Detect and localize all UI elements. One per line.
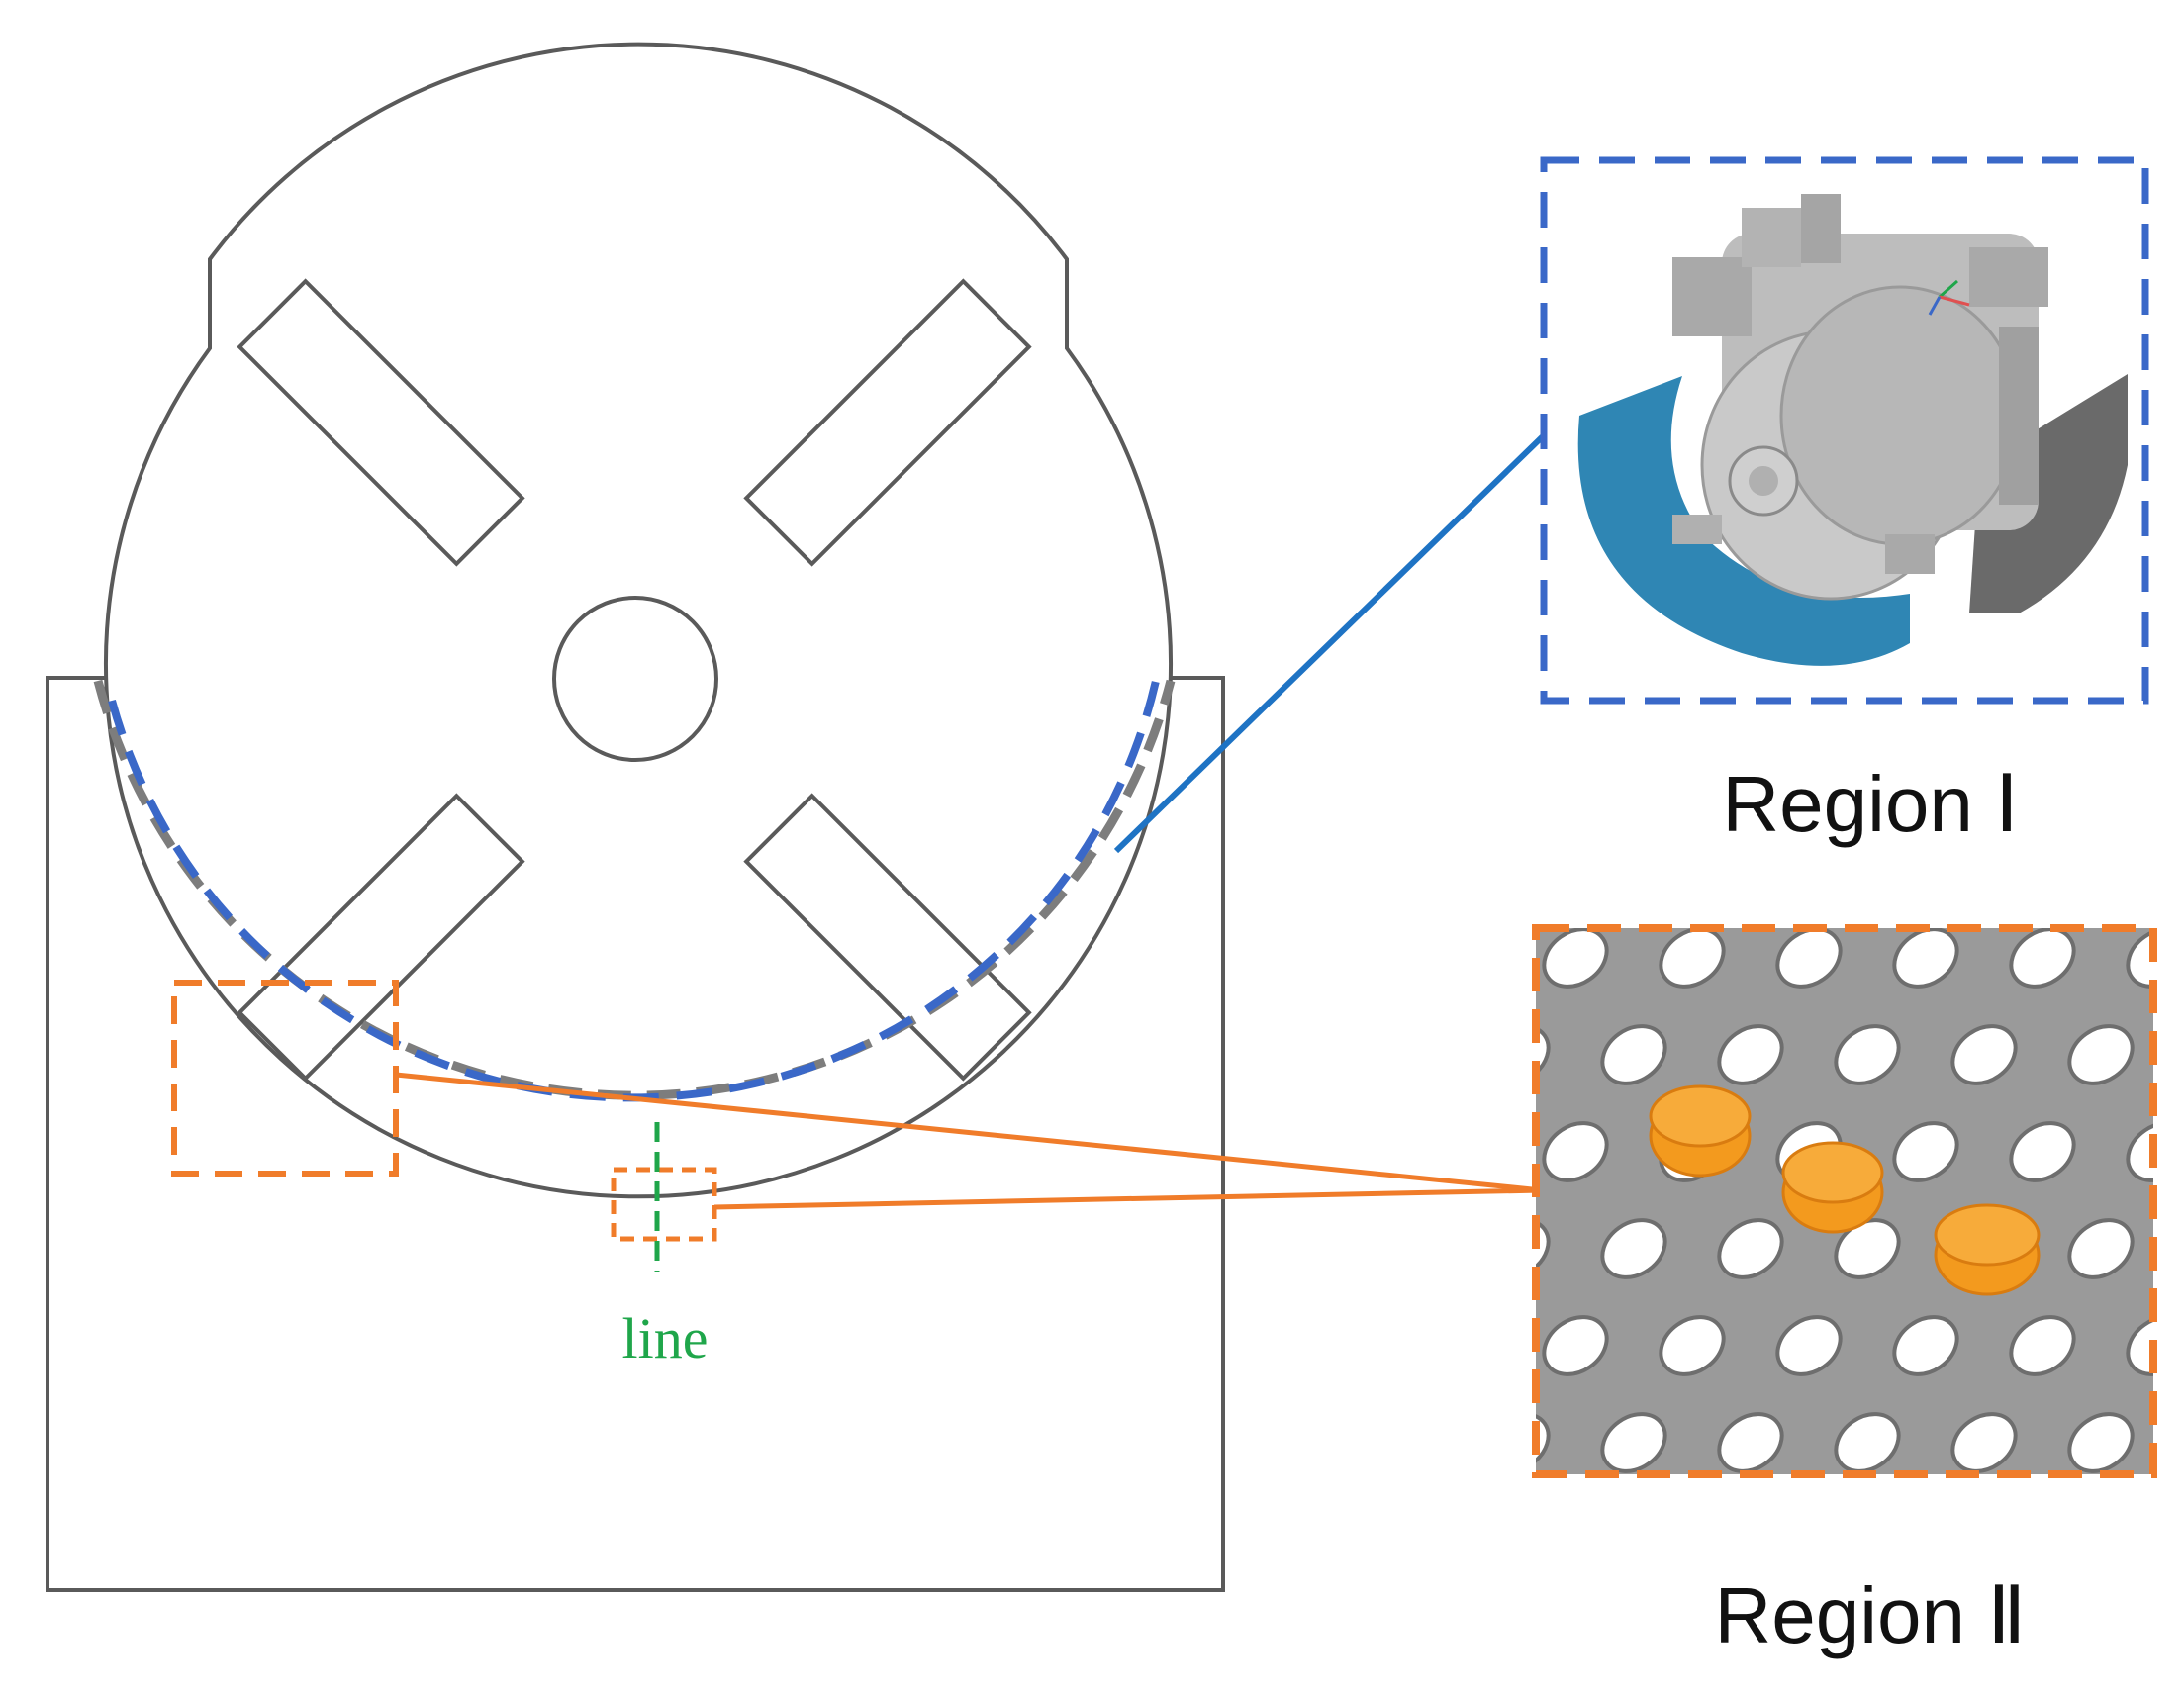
perforation-hole bbox=[1600, 1024, 1667, 1085]
region2-render bbox=[1416, 820, 2184, 1580]
region1-frame bbox=[1540, 156, 2149, 705]
perforation-hole bbox=[2067, 1412, 2135, 1473]
perforation-hole bbox=[1416, 917, 1501, 998]
region2-frame bbox=[1532, 924, 2157, 1478]
line-label: line bbox=[622, 1306, 709, 1370]
perforation-hole bbox=[1766, 1499, 1852, 1580]
perforation-hole bbox=[2009, 928, 2076, 989]
perforation-hole bbox=[1474, 820, 1560, 901]
perforation-hole bbox=[1717, 1412, 1784, 1473]
perforation-hole bbox=[1659, 1315, 1726, 1376]
particle-3 bbox=[1934, 1203, 2041, 1296]
perforation-hole bbox=[2126, 928, 2153, 989]
perforation-hole bbox=[1542, 1121, 1609, 1182]
perforation-hole bbox=[2126, 1315, 2153, 1376]
drum-slot-bottom-right bbox=[743, 793, 1032, 1082]
region2-label: Region Ⅱ bbox=[1714, 1571, 2026, 1659]
particle-zone-left-box bbox=[171, 980, 399, 1177]
connector-left-to-region2 bbox=[395, 1072, 1543, 1193]
perforation-hole bbox=[1650, 1499, 1735, 1580]
drum-slot-bottom-left bbox=[237, 793, 525, 1082]
perforation-hole bbox=[1542, 928, 1609, 989]
perforation-hole bbox=[2175, 1402, 2184, 1483]
perforation-hole bbox=[2000, 1499, 2085, 1580]
perforation-holes bbox=[1416, 820, 2184, 1580]
perforation-hole bbox=[1717, 1218, 1784, 1279]
perforation-hole bbox=[2067, 1024, 2135, 1085]
particle-1 bbox=[1649, 1084, 1752, 1178]
particle-2 bbox=[1781, 1141, 1884, 1234]
perforation-hole bbox=[2058, 820, 2143, 901]
perforation-hole bbox=[1717, 1024, 1784, 1085]
region1-render bbox=[1544, 160, 2145, 701]
perforation-hole bbox=[1834, 1412, 1901, 1473]
perforation-hole bbox=[1416, 1305, 1501, 1386]
perforation-hole bbox=[1600, 1218, 1667, 1279]
drum-outline bbox=[104, 42, 1173, 1199]
connector-to-region1 bbox=[1113, 432, 1547, 854]
perforation-hole bbox=[1950, 1024, 2018, 1085]
drum-slot-top-right bbox=[743, 278, 1032, 567]
mesh-gray-dashed-arc bbox=[93, 679, 1176, 1100]
perforation-hole bbox=[2009, 1121, 2076, 1182]
perforation-hole bbox=[2117, 1499, 2184, 1580]
perforation-hole bbox=[1892, 1121, 1959, 1182]
perforation-hole bbox=[1883, 1499, 1968, 1580]
perforation-hole bbox=[1659, 928, 1726, 989]
perforation-hole bbox=[1591, 820, 1676, 901]
perforation-hole bbox=[2067, 1218, 2135, 1279]
perforation-hole bbox=[1536, 1024, 1551, 1085]
perforation-hole bbox=[1536, 1412, 1551, 1473]
perforation-hole bbox=[1600, 1412, 1667, 1473]
perforation-hole bbox=[2126, 1121, 2153, 1182]
perforation-hole bbox=[1950, 1412, 2018, 1473]
particle-zone-bottom-box bbox=[611, 1167, 717, 1242]
perforation-hole bbox=[1536, 1218, 1551, 1279]
perforation-hole bbox=[1834, 1024, 1901, 1085]
drum-slot-top-left bbox=[237, 278, 525, 567]
perforation-hole bbox=[1775, 1315, 1843, 1376]
region1-label: Region Ⅰ bbox=[1722, 760, 2018, 848]
perforation-hole bbox=[1775, 928, 1843, 989]
perforation-hole bbox=[2175, 820, 2184, 901]
perforation-hole bbox=[2009, 1315, 2076, 1376]
drum-hub bbox=[552, 596, 718, 762]
perforation-hole bbox=[1892, 928, 1959, 989]
perforation-hole bbox=[1542, 1315, 1609, 1376]
perforation-hole bbox=[1416, 1499, 1501, 1580]
connector-bottom-to-region2 bbox=[713, 1187, 1543, 1210]
perforation-hole bbox=[2175, 1014, 2184, 1095]
perforation-hole bbox=[1892, 1315, 1959, 1376]
perforation-hole bbox=[1533, 1499, 1618, 1580]
perforation-hole bbox=[2175, 1208, 2184, 1289]
